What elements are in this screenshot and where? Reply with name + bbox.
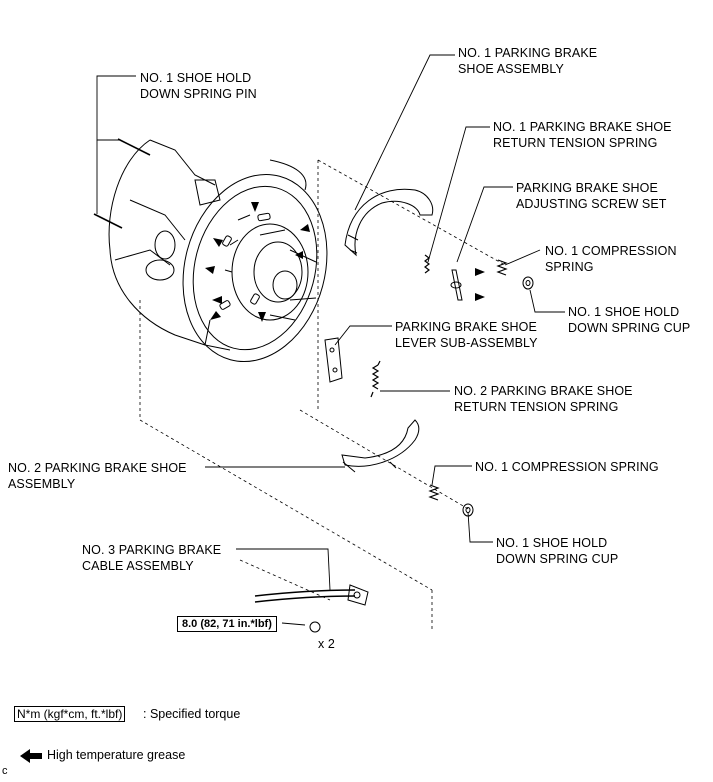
legend-grease-desc: High temperature grease [47, 748, 186, 762]
parking-brake-shoe-1-shape [344, 188, 434, 257]
parking-brake-shoe-2-shape [341, 419, 420, 473]
corner-code: c [2, 765, 8, 777]
torque-quantity: x 2 [318, 637, 335, 651]
legend-torque-unit: N*m (kgf*cm, ft.*lbf) [14, 706, 126, 722]
adjusting-screw-shape [450, 269, 463, 301]
alignment-dashes [139, 159, 506, 630]
legend-arrow [20, 749, 42, 763]
label-compression-spring-lower: NO. 1 COMPRESSION SPRING [475, 460, 659, 474]
leader-lines [96, 54, 565, 626]
torque-spec-box: 8.0 (82, 71 in.*lbf) [177, 616, 277, 632]
backing-plate-hub [108, 139, 328, 363]
label-lever-sub-assembly: PARKING BRAKE SHOE LEVER SUB-ASSEMBLY [395, 320, 538, 350]
label-spring-cup-lower: NO. 1 SHOE HOLD DOWN SPRING CUP [496, 536, 619, 566]
lever-shape [324, 337, 343, 383]
label-compression-spring-upper: NO. 1 COMPRESSION SPRING [545, 244, 677, 274]
label-cable-assembly: NO. 3 PARKING BRAKE CABLE ASSEMBLY [82, 543, 222, 573]
label-return-spring-2: NO. 2 PARKING BRAKE SHOE RETURN TENSION … [454, 384, 633, 414]
spring-cups [462, 276, 534, 517]
cable-shape [254, 584, 369, 633]
label-spring-cup-upper: NO. 1 SHOE HOLD DOWN SPRING CUP [568, 305, 691, 335]
label-adjusting-screw: PARKING BRAKE SHOE ADJUSTING SCREW SET [516, 181, 667, 211]
label-parking-brake-shoe-2: NO. 2 PARKING BRAKE SHOE ASSEMBLY [8, 461, 187, 491]
legend-torque-desc: : Specified torque [143, 707, 241, 721]
label-shoe-hold-pin: NO. 1 SHOE HOLD DOWN SPRING PIN [140, 71, 257, 101]
shoe-hold-pins [93, 138, 151, 229]
springs [370, 254, 508, 501]
label-return-spring-1: NO. 1 PARKING BRAKE SHOE RETURN TENSION … [493, 120, 672, 150]
label-parking-brake-shoe-1: NO. 1 PARKING BRAKE SHOE ASSEMBLY [458, 46, 598, 76]
grease-arrows [205, 202, 485, 322]
